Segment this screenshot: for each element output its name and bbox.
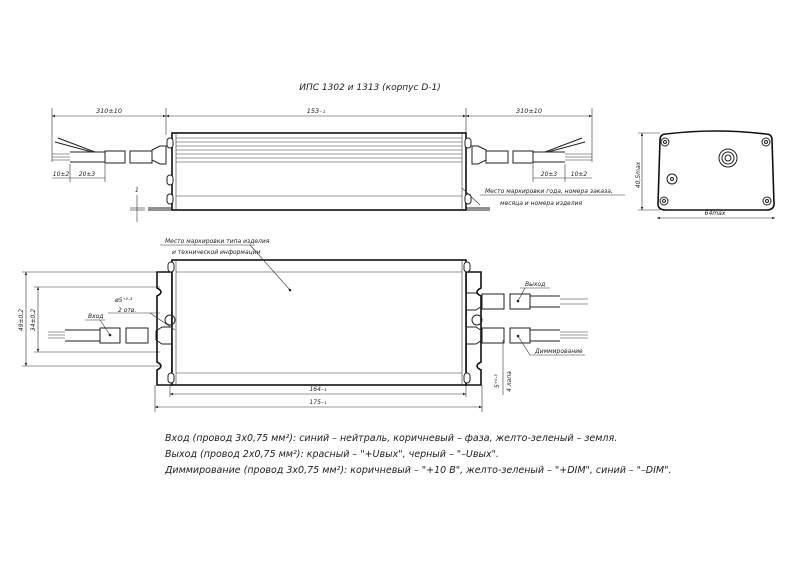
type-marking-note-line2: и технической информации (172, 249, 261, 256)
left-cable (52, 137, 167, 165)
hole-diameter: ø5⁺⁰·³ (114, 297, 133, 304)
dim-end-width: 64max (705, 210, 726, 217)
dim-hole-spacing: 34±0,2 (30, 309, 37, 331)
year-marking-note-line2: месяца и номера изделия (500, 200, 582, 207)
dim-end-height: 40,5max (635, 161, 642, 188)
housing-side (171, 132, 467, 211)
drawing-title: ИПС 1302 и 1313 (корпус D-1) (299, 83, 441, 93)
dim-sleeve-left: 20±3 (79, 171, 96, 178)
year-marking-note-line1: Место маркировки года, номера заказа, (485, 188, 613, 195)
dim-right-cable: 310±10 (516, 107, 542, 115)
dim-body-length-plan: 164₋₁ (309, 386, 327, 393)
right-cable (471, 137, 592, 165)
note-dimming: Диммирование (провод 3х0,75 мм²): коричн… (164, 465, 672, 476)
wiring-notes: Вход (провод 3х0,75 мм²): синий – нейтра… (164, 433, 672, 476)
hole-count: 2 отв. (118, 307, 136, 314)
dim-sleeve-right: 20±3 (541, 171, 558, 178)
input-cable (48, 326, 173, 345)
end-view: 40,5max 64max (635, 130, 775, 220)
dimming-label: Диммирование (534, 348, 583, 355)
dim-slot: 5⁺⁰·³ (494, 374, 501, 388)
dim-outer-height: 49±0,2 (18, 309, 25, 331)
side-view: 310±10 153₋₁ 310±10 (51, 107, 625, 222)
dim-foot: 4 лапа (506, 371, 513, 392)
type-marking-note-line1: Место маркировки типа изделия (165, 238, 270, 245)
mounting-hole-right (471, 314, 483, 326)
output-label: Выход (525, 281, 545, 288)
dim-strip-right: 10±2 (571, 171, 588, 178)
dim-flange-thickness: 1 (135, 187, 139, 194)
dim-body-length: 153₋₁ (307, 107, 326, 115)
input-label: Вход (88, 313, 104, 320)
mounting-hole-left (164, 314, 176, 326)
dim-strip-left: 10±2 (53, 171, 70, 178)
note-output: Выход (провод 2х0,75 мм²): красный – "+U… (165, 449, 499, 460)
dimming-cable (465, 326, 588, 345)
dim-left-cable: 310±10 (96, 107, 122, 115)
plan-view: Место маркировки типа изделия и техничес… (18, 238, 588, 412)
output-cable (465, 292, 588, 311)
housing-plan (171, 259, 467, 386)
note-input: Вход (провод 3х0,75 мм²): синий – нейтра… (165, 433, 617, 444)
dim-total-length: 175₋₁ (309, 399, 327, 406)
